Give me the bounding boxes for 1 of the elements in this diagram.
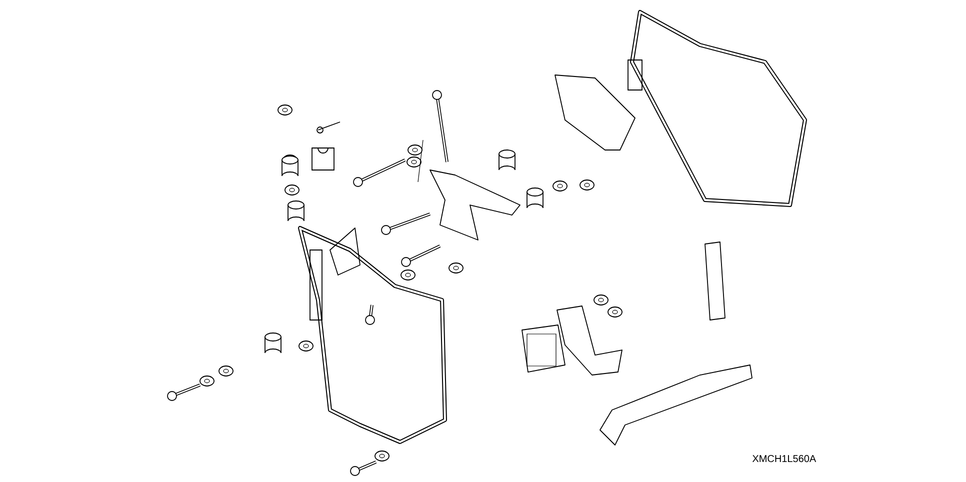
drawing-code: XMCH1L560A	[752, 455, 816, 462]
